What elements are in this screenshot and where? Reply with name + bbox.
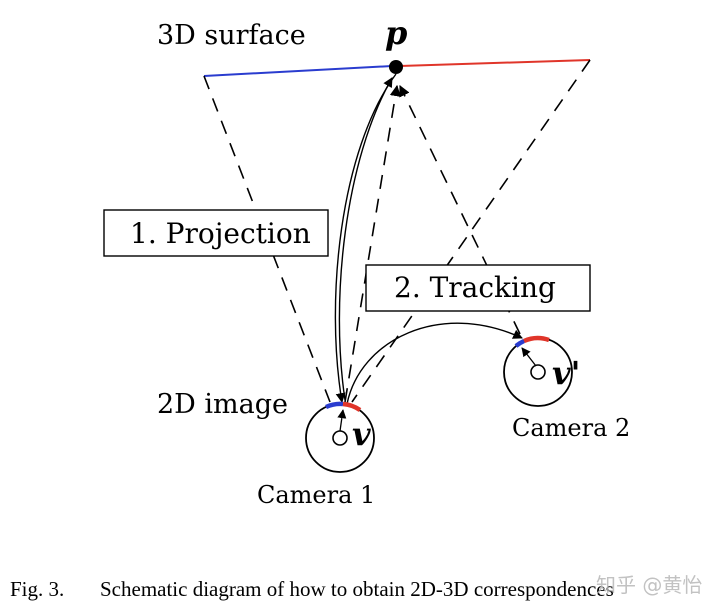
camera1-ray	[344, 84, 401, 403]
tracking-arrow	[346, 322, 523, 405]
camera1-frustum-right	[351, 59, 591, 403]
surface-line-red	[399, 59, 591, 67]
camera1-image-blue	[325, 401, 344, 410]
camera1-image-red	[342, 401, 362, 412]
watermark-text: 知乎 @黄怡	[596, 573, 702, 597]
camera1-center-arrow	[337, 409, 347, 432]
camera2-center	[530, 364, 546, 380]
camera2-center-arrow	[521, 347, 537, 367]
projection-box	[103, 209, 329, 257]
camera2-ray	[399, 84, 521, 335]
tracking-box	[365, 264, 591, 312]
point-p-dot	[389, 60, 403, 74]
camera2-image-red	[523, 335, 550, 344]
image-2d-label: 2D image	[157, 389, 288, 420]
projection-label: 1. Projection	[130, 217, 311, 250]
v-prime-label: v'	[552, 354, 580, 392]
projection-arrow	[334, 73, 397, 403]
surface-label: 3D surface	[157, 20, 306, 51]
tracking-label: 2. Tracking	[394, 271, 556, 304]
surface-line-blue	[203, 65, 393, 77]
v-label: v	[352, 415, 371, 453]
caption-prefix: Fig. 3.	[10, 577, 64, 601]
caption-text: Schematic diagram of how to obtain 2D-3D…	[100, 577, 614, 601]
point-p-label: p	[385, 14, 407, 52]
camera2-label: Camera 2	[512, 414, 630, 442]
camera1-center	[332, 430, 348, 446]
camera1-label: Camera 1	[257, 481, 375, 509]
camera2-image-blue	[514, 338, 525, 348]
projection-arrow-back	[338, 77, 393, 401]
